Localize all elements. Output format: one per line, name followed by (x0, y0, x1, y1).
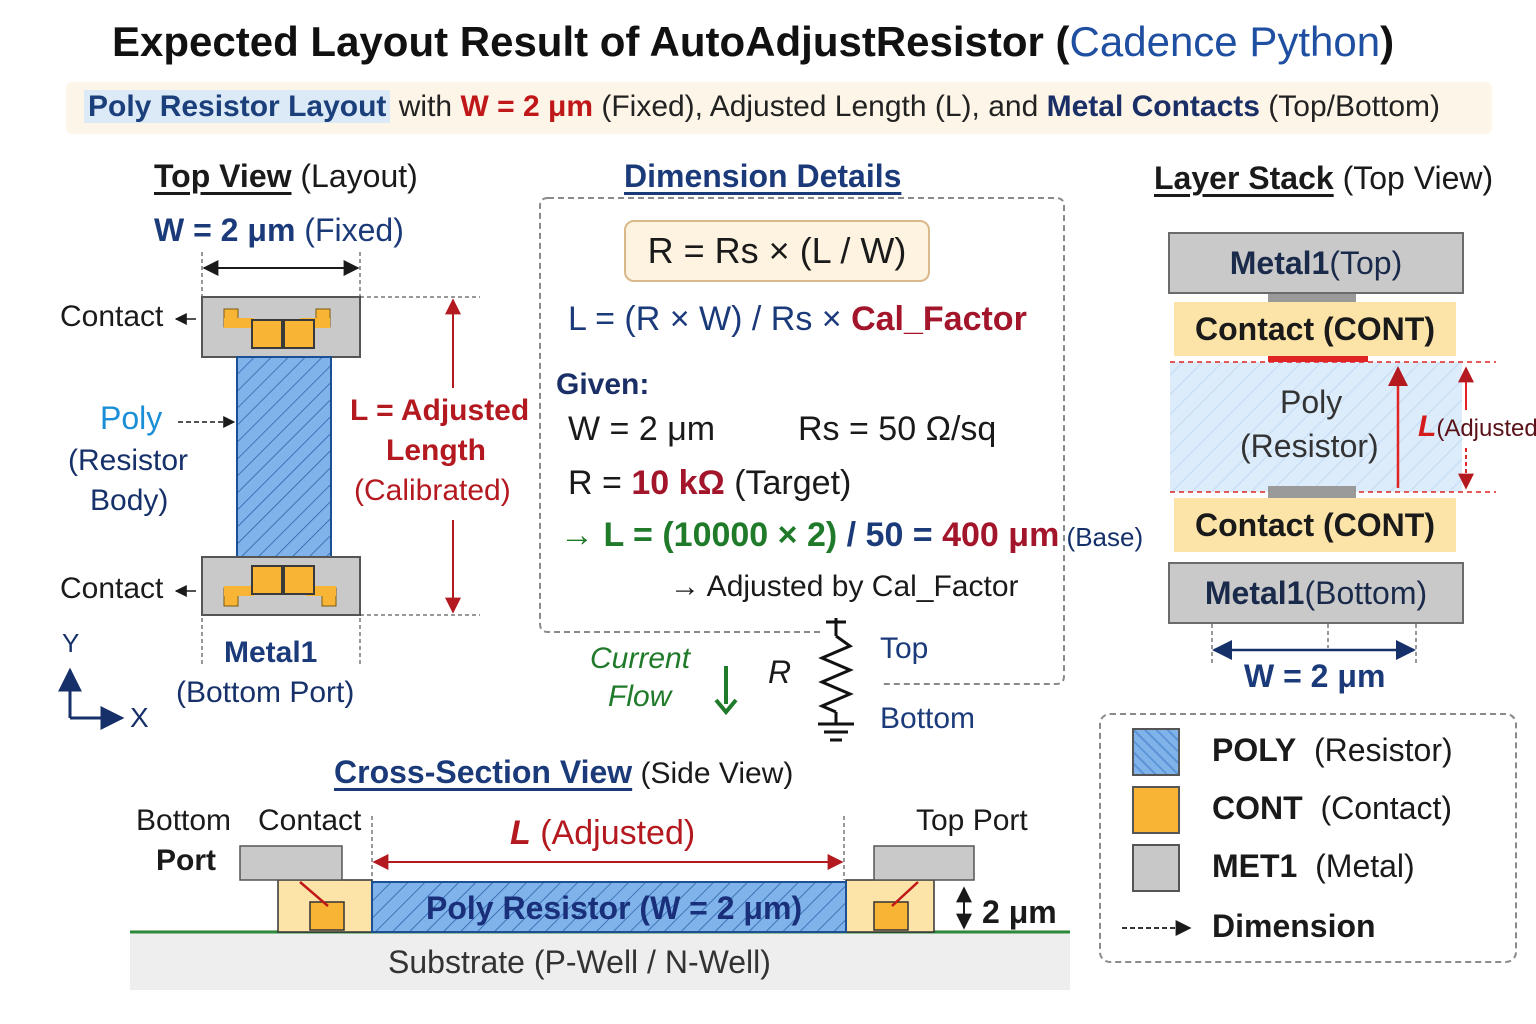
length-label-2: Length (386, 434, 486, 467)
layer-contact-bottom: Contact (CONT) (1174, 498, 1456, 552)
cs-bottom-label: Bottom (136, 804, 232, 837)
layer-poly-sub: (Resistor) (1240, 428, 1379, 464)
cs-contact-label: Contact (258, 804, 362, 837)
legend-poly-swatch (1132, 728, 1180, 776)
layer-poly-label: Poly (1280, 384, 1343, 420)
current-label: Current (590, 642, 691, 675)
top-terminal-label: Top (880, 632, 929, 665)
length-label-3: (Calibrated) (354, 474, 511, 507)
given-r: R = 10 kΩ (Target) (568, 464, 852, 502)
length-formula: L = (R × W) / Rs × Cal_Factor (568, 300, 1027, 338)
contact-bottom-label: Contact (60, 572, 164, 605)
legend-cont: CONT (Contact) (1212, 790, 1453, 826)
bottom-terminal-label: Bottom (880, 702, 976, 735)
poly-label: Poly (100, 400, 163, 436)
poly-sub1: (Resistor (68, 444, 189, 477)
cs-substrate-label: Substrate (P-Well / N-Well) (388, 944, 771, 980)
adjusted-note: → Adjusted by Cal_Factor (670, 570, 1019, 603)
legend-cont-swatch (1132, 786, 1180, 834)
flow-label: Flow (608, 680, 672, 713)
layer-length-label: L(Adjusted) (1418, 410, 1536, 443)
legend-poly: POLY (Resistor) (1212, 732, 1453, 768)
legend-met1: MET1 (Metal) (1212, 848, 1415, 884)
subtitle: Poly Resistor Layout with W = 2 μm (Fixe… (84, 90, 1440, 124)
axis-x-label: X (130, 702, 149, 733)
top-view-heading: Top View (Layout) (154, 158, 418, 194)
contact-top-label: Contact (60, 300, 164, 333)
layer-width-label: W = 2 μm (1244, 658, 1386, 694)
cs-port-label: Port (156, 844, 216, 877)
layer-metal-top: Metal1 (Top) (1168, 232, 1464, 294)
cs-thickness-label: 2 μm (982, 894, 1057, 930)
given-w: W = 2 μm (568, 410, 716, 448)
cs-top-port-label: Top Port (916, 804, 1028, 837)
cs-poly-label: Poly Resistor (W = 2 μm) (426, 890, 803, 926)
legend-met1-swatch (1132, 844, 1180, 892)
layer-contact-top: Contact (CONT) (1174, 302, 1456, 356)
length-label-1: L = Adjusted (350, 394, 530, 427)
dimension-heading: Dimension Details (624, 158, 902, 194)
bottom-port-label: (Bottom Port) (176, 676, 355, 709)
legend-dimension: Dimension (1212, 908, 1376, 944)
poly-sub2: Body) (90, 484, 169, 517)
metal1-label: Metal1 (224, 636, 318, 669)
resistor-symbol-label: R (768, 654, 792, 690)
cross-section-heading: Cross-Section View (Side View) (334, 754, 794, 790)
layer-metal-bottom: Metal1 (Bottom) (1168, 562, 1464, 624)
page-title: Expected Layout Result of AutoAdjustResi… (112, 18, 1395, 65)
given-label: Given: (556, 368, 650, 401)
resistance-formula: R = Rs × (L / W) (624, 220, 930, 282)
axis-y-label: Y (62, 628, 80, 658)
layer-stack-heading: Layer Stack (Top View) (1154, 160, 1494, 196)
cs-length-label: L (Adjusted) (510, 814, 696, 852)
top-view-width-label: W = 2 μm (Fixed) (154, 212, 404, 248)
length-computation: → L = (10000 × 2) / 50 = 400 μm (Base) (560, 516, 1144, 554)
given-rs: Rs = 50 Ω/sq (798, 410, 997, 448)
